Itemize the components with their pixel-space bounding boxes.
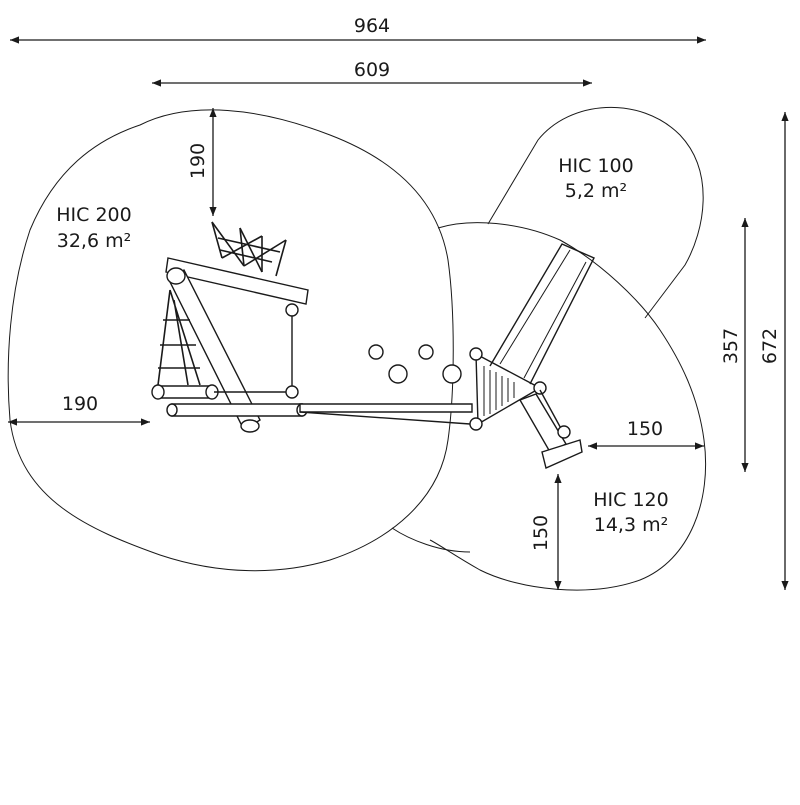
- top-beam: [165, 257, 309, 305]
- dim-clearance-top: 190: [187, 143, 209, 179]
- zone-area: 14,3 m²: [594, 514, 668, 536]
- zone-outline-hic-200: [7, 109, 454, 572]
- zone-outline-hic-100: [487, 107, 704, 319]
- ground-log: [171, 403, 303, 417]
- zone-area: 32,6 m²: [57, 230, 131, 252]
- dim-partial-depth: 357: [720, 328, 742, 364]
- dim-inner-width: 609: [354, 59, 390, 81]
- slide: [489, 243, 595, 385]
- top-net: [211, 221, 287, 277]
- left-net: [157, 289, 201, 386]
- stump: [418, 344, 434, 360]
- stump: [388, 364, 408, 384]
- safety-zones: [7, 107, 707, 591]
- equipment: [151, 221, 595, 469]
- dim-clearance-right: 150: [627, 418, 663, 440]
- stump: [442, 364, 462, 384]
- zone-hic: HIC 120: [593, 489, 668, 511]
- long-beam: [299, 403, 473, 413]
- zone-hic: HIC 200: [56, 204, 131, 226]
- zone-outline-hic-120: [429, 222, 707, 591]
- dim-clearance-left: 190: [62, 393, 98, 415]
- dimension-labels: 964 609 672 357 190 190 150 150: [62, 15, 781, 551]
- zone-outline-join: [391, 527, 471, 553]
- dim-overall-width: 964: [354, 15, 390, 37]
- zone-labels: HIC 200 32,6 m² HIC 100 5,2 m² HIC 120 1…: [56, 155, 668, 536]
- dim-clearance-bottom: 150: [530, 515, 552, 551]
- dim-overall-depth: 672: [759, 328, 781, 364]
- dimension-lines: [8, 36, 789, 590]
- zone-hic: HIC 100: [558, 155, 633, 177]
- ladder: [518, 393, 567, 453]
- stump: [368, 344, 384, 360]
- zone-area: 5,2 m²: [565, 180, 627, 202]
